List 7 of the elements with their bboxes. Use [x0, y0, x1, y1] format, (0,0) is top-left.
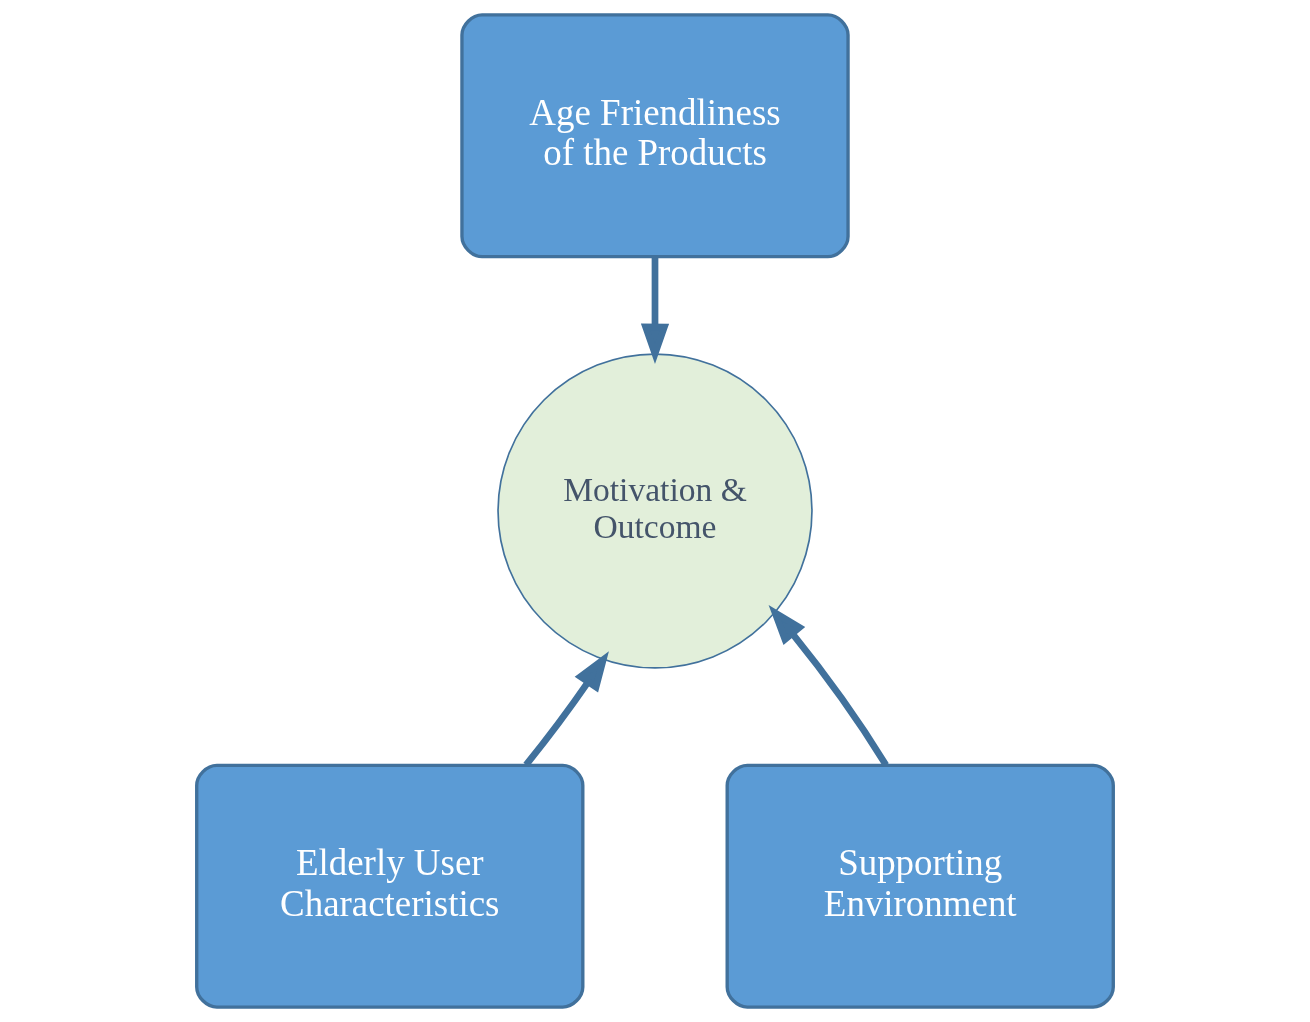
node-box: Supporting Environment — [725, 763, 1115, 1009]
node-circle: Motivation & Outcome — [497, 353, 813, 669]
node-box: Age Friendliness of the Products — [460, 13, 850, 259]
arrow — [768, 605, 889, 767]
arrow — [640, 257, 670, 365]
arrow — [523, 651, 609, 767]
node-box: Elderly User Characteristics — [195, 763, 585, 1009]
